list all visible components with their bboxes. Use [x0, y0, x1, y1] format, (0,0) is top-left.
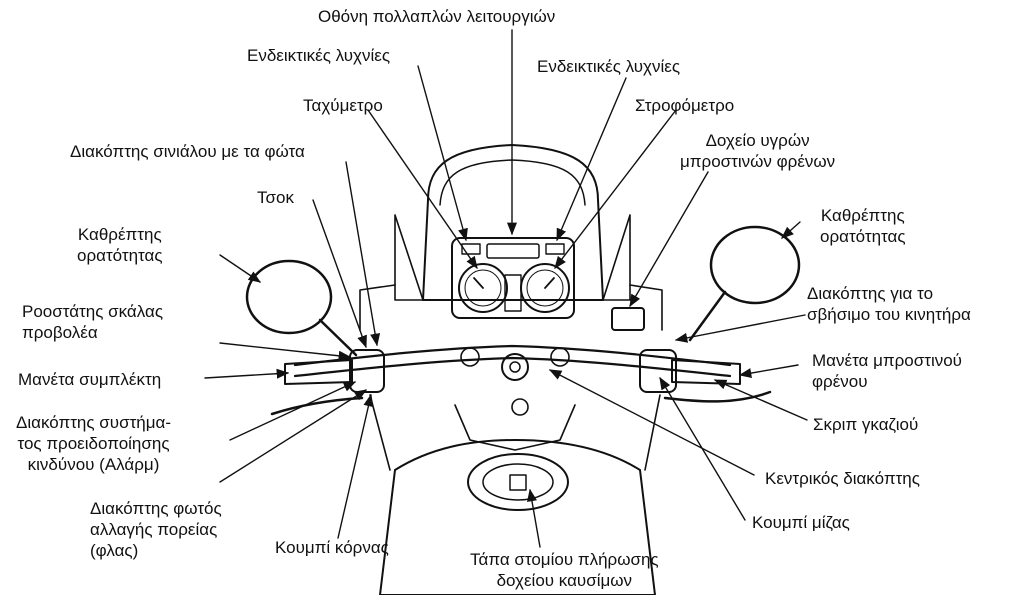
- label-hazard-switch: Διακόπτης συστήμα- τος προειδοποίησης κι…: [16, 412, 171, 475]
- fairing-left-flank: [360, 285, 395, 330]
- label-speedometer: Ταχύμετρο: [303, 95, 383, 116]
- label-choke: Τσοκ: [257, 187, 294, 208]
- label-start-button: Κουμπί μίζας: [752, 512, 850, 533]
- label-front-brake-lever: Μανέτα μπροστινού φρένου: [812, 350, 962, 392]
- label-throttle-grip: Σκριπ γκαζιού: [813, 414, 918, 435]
- label-brake-reservoir: Δοχείο υγρών μπροστινών φρένων: [680, 130, 835, 172]
- label-multi-display: Οθόνη πολλαπλών λειτουργιών: [318, 6, 555, 27]
- label-mirror-right: Καθρέπτης ορατότητας: [820, 205, 906, 247]
- label-signal-light-switch: Διακόπτης σινιάλου με τα φώτα: [70, 141, 305, 162]
- label-horn-button: Κουμπί κόρνας: [275, 537, 389, 558]
- label-tachometer: Στροφόμετρο: [635, 95, 734, 116]
- label-indicators-right: Ενδεικτικές λυχνίες: [537, 56, 680, 77]
- multi-display-window: [487, 244, 539, 258]
- brake-reservoir: [612, 308, 644, 330]
- label-turn-signal-switch: Διακόπτης φωτός αλλαγής πορείας (φλας): [90, 498, 222, 561]
- label-fuel-cap: Τάπα στομίου πλήρωσης δοχείου καυσίμων: [470, 549, 659, 591]
- instrument-panel: [452, 238, 574, 318]
- label-mirror-left: Καθρέπτης ορατότητας: [77, 224, 163, 266]
- indicator-lamps-right: [546, 244, 564, 254]
- label-clutch-lever: Μανέτα συμπλέκτη: [18, 369, 161, 390]
- mirror-left: [247, 261, 331, 333]
- windscreen: [423, 145, 603, 300]
- label-engine-stop-switch: Διακόπτης για το σβήσιμο του κινητήρα: [807, 283, 971, 325]
- label-dimmer-switch: Ροοστάτης σκάλας προβολέα: [22, 301, 163, 343]
- fairing-left: [395, 215, 423, 300]
- label-indicators-left: Ενδεικτικές λυχνίες: [247, 45, 390, 66]
- fairing-right: [603, 215, 630, 300]
- label-ignition-switch: Κεντρικός διακόπτης: [765, 468, 920, 489]
